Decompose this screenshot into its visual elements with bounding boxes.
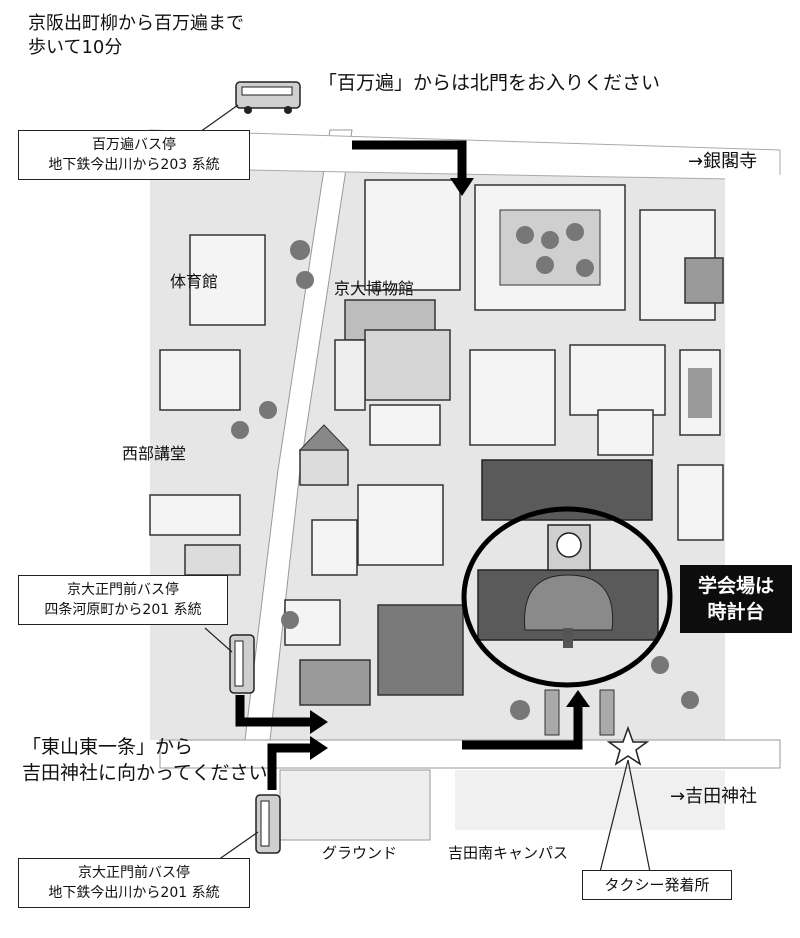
arrow-head [310, 736, 328, 760]
west-hall-building [149, 494, 241, 536]
venue-label: 学会場は 時計台 [680, 565, 792, 633]
building [369, 404, 441, 446]
building [679, 349, 721, 436]
tree [259, 401, 277, 419]
gym-building [189, 234, 266, 326]
west-hall-label: 西部講堂 [122, 444, 187, 463]
bus-stop-seimon-north: 京大正門前バス停 四条河原町から201 系統 [18, 575, 228, 625]
museum-building [364, 329, 451, 401]
callout-line [217, 831, 259, 861]
callout-line [204, 627, 233, 653]
top-note: 京阪出町柳から百万遍まで 歩いて10分 [28, 12, 244, 60]
building [377, 604, 464, 696]
building [311, 519, 358, 576]
venue-line-2: 時計台 [707, 601, 765, 623]
bus-stop-name: 百万遍バス停 [92, 137, 176, 153]
tree [290, 240, 310, 260]
gate-pillar [544, 689, 560, 736]
route-arrow-southwest [267, 743, 312, 790]
higashiyama-note-line-1: 「東山東一条」から [22, 736, 194, 758]
callout-line [599, 759, 629, 873]
bus-icon [255, 794, 281, 854]
callout-line [199, 104, 239, 133]
arrow-head [310, 710, 328, 734]
tree [296, 271, 314, 289]
tree-trunk [563, 628, 573, 648]
bus-stop-name: 京大正門前バス停 [78, 865, 190, 881]
tree [536, 256, 554, 274]
building [357, 484, 444, 566]
bus-stop-route: 四条河原町から201 系統 [44, 602, 202, 618]
taxi-star-icon [606, 725, 650, 766]
bus-stop-seimon-south: 京大正門前バス停 地下鉄今出川から201 系統 [18, 858, 250, 908]
gate-pillar [599, 689, 615, 736]
tree [566, 223, 584, 241]
building [688, 368, 712, 418]
route-arrow-south-gate [462, 705, 583, 750]
tree [541, 231, 559, 249]
tree [231, 421, 249, 439]
building [184, 544, 241, 576]
building [569, 344, 666, 416]
building [364, 179, 461, 291]
higashiyama-note: 「東山東一条」から 吉田神社に向かってください [22, 734, 267, 786]
museum-label: 京大博物館 [334, 279, 415, 298]
chapel-roof [298, 424, 350, 451]
tree [510, 700, 530, 720]
chapel-building [299, 449, 349, 486]
building [469, 349, 556, 446]
building [159, 349, 241, 411]
building [677, 464, 724, 541]
yoshida-shrine-label: →吉田神社 [670, 786, 758, 807]
building [684, 257, 724, 304]
gym-label: 体育館 [170, 272, 219, 291]
bus-stop-name: 京大正門前バス停 [67, 582, 179, 598]
arrow-head [566, 690, 590, 707]
ginkakuji-label: →銀閣寺 [688, 151, 758, 172]
clock-icon [556, 532, 582, 558]
top-note-line-1: 京阪出町柳から百万遍まで [28, 13, 244, 34]
arrow-head [450, 178, 474, 196]
bus-icon [235, 81, 301, 114]
tree [524, 574, 614, 631]
venue-circle [461, 506, 673, 688]
east-road [725, 175, 785, 735]
tree [651, 656, 669, 674]
bus-stop-route: 地下鉄今出川から201 系統 [48, 885, 220, 901]
ground-label: グラウンド [322, 844, 398, 862]
venue-line-1: 学会場は [697, 575, 774, 597]
building [334, 339, 366, 411]
tree [576, 259, 594, 277]
tree [681, 691, 699, 709]
route-arrow-north [352, 140, 467, 180]
bus-stop-hyakumanben: 百万遍バス停 地下鉄今出川から203 系統 [18, 130, 250, 180]
south-campus-area [455, 770, 725, 830]
bus-icon [229, 634, 255, 694]
higashiyama-note-line-2: 吉田神社に向かってください [22, 762, 268, 784]
tree [516, 226, 534, 244]
south-campus-label: 吉田南キャンパス [448, 844, 569, 862]
callout-line [627, 759, 651, 873]
bus-stop-route: 地下鉄今出川から203 系統 [48, 157, 220, 173]
ground-field [279, 769, 431, 841]
building [597, 409, 654, 456]
north-gate-note: 「百万遍」からは北門をお入りください [318, 72, 661, 94]
top-note-line-2: 歩いて10分 [28, 37, 123, 58]
tree [281, 611, 299, 629]
taxi-stand-label: タクシー発着所 [582, 870, 732, 900]
building [299, 659, 371, 706]
route-arrow-west [235, 695, 312, 727]
